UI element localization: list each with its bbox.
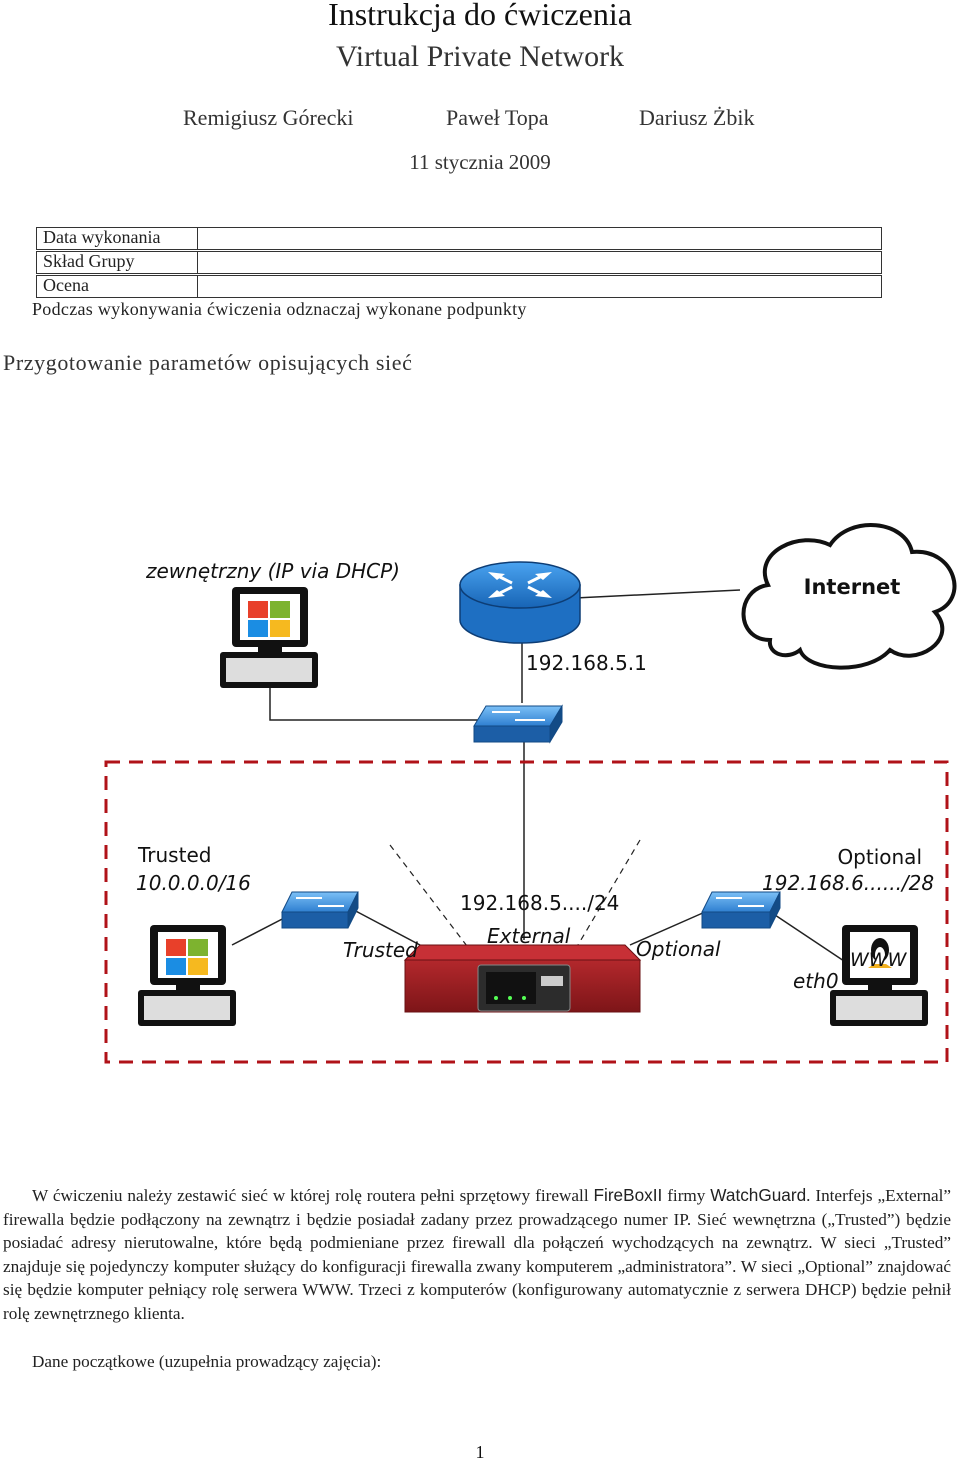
form-label-grade: Ocena: [36, 275, 198, 298]
optional-network-label: 192.168.6....../28: [762, 871, 934, 895]
document-title: Instrukcja do ćwiczenia: [328, 0, 632, 32]
form-row-date: [36, 227, 882, 250]
form-note: Podczas wykonywania ćwiczenia odznaczaj …: [32, 299, 527, 319]
form-label-date: Data wykonania: [36, 227, 198, 250]
internet-cloud: [741, 523, 957, 670]
brand-firebox: FireBoxII: [593, 1185, 663, 1205]
trusted-network-label: 10.0.0.0/16: [136, 871, 251, 895]
initial-data-paragraph: Dane początkowe (uzupełnia prowadzący za…: [32, 1352, 382, 1371]
document-date: 11 stycznia 2009: [409, 150, 551, 174]
www-label: WWW: [850, 949, 908, 971]
eth0-label: eth0: [793, 969, 839, 993]
section-title: Przygotowanie parametów opisujących sieć: [3, 350, 413, 375]
author-2: Paweł Topa: [446, 105, 549, 130]
trusted-interface-label: Trusted: [343, 938, 418, 962]
firewall-icon: [403, 944, 642, 1013]
internet-label: Internet: [804, 575, 901, 599]
optional-zone-title: Optional: [837, 845, 922, 869]
interface-dashes: [389, 839, 641, 951]
paragraph-intro: W ćwiczeniu należy zestawić sieć w które…: [32, 1186, 594, 1205]
switch-optional-icon: [701, 891, 781, 929]
optional-interface-label: Optional: [636, 937, 721, 961]
form-row-grade: [36, 275, 882, 298]
computer-external-icon: [220, 587, 318, 688]
brand-watchguard: WatchGuard: [710, 1185, 807, 1205]
switch-trusted-icon: [281, 891, 359, 929]
form-label-group: Skład Grupy: [36, 251, 198, 274]
external-network-label: 192.168.5..../24: [460, 891, 619, 915]
author-1: Remigiusz Górecki: [183, 105, 354, 130]
document-subtitle: Virtual Private Network: [335, 40, 625, 73]
trusted-zone-title: Trusted: [137, 843, 211, 867]
router-icon: [459, 561, 581, 644]
author-3: Dariusz Żbik: [639, 105, 755, 130]
computer-linux-icon: [830, 925, 928, 1026]
page-number: 1: [475, 1442, 485, 1462]
paragraph-body: . Interfejs „External” firewalla będzie …: [3, 1186, 951, 1323]
connection-lines: [231, 589, 851, 966]
computer-trusted-icon: [138, 925, 236, 1026]
firewall-zone-boundary: [104, 760, 949, 1064]
external-interface-label: External: [487, 924, 571, 948]
switch-top-icon: [473, 704, 563, 744]
description-paragraph: W ćwiczeniu należy zestawić sieć w które…: [3, 1184, 951, 1326]
external-client-label: zewnętrzny (IP via DHCP): [145, 559, 400, 583]
form-row-group: [36, 251, 882, 274]
gateway-ip-label: 192.168.5.1: [526, 651, 647, 675]
network-diagram: Internet: [104, 523, 957, 1064]
paragraph-connector: firmy: [662, 1186, 711, 1205]
